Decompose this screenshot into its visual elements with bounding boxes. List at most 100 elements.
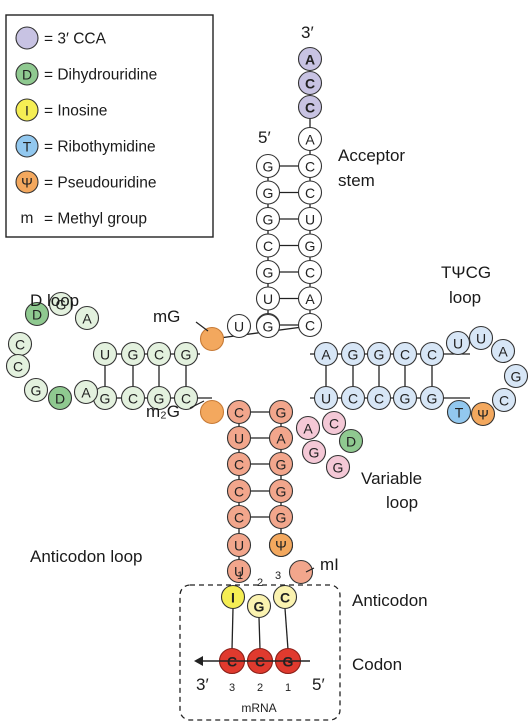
nucleotide-circle xyxy=(392,341,418,367)
nucleotide-circle xyxy=(268,504,294,530)
acceptor-nucleotide: G xyxy=(255,259,281,285)
nucleotide-circle xyxy=(246,593,272,619)
nucleotide-circle xyxy=(5,353,31,379)
legend-symbol: D xyxy=(22,67,32,83)
nucleotide-letter: C xyxy=(305,100,315,116)
nucleotide-letter: A xyxy=(498,344,508,360)
codon-number-1: 1 xyxy=(285,682,291,694)
mg-label: mG xyxy=(153,307,180,326)
mg-pointer xyxy=(195,321,209,332)
nucleotide-letter: G xyxy=(56,297,67,313)
nucleotide-circle xyxy=(24,301,50,327)
nucleotide-circle xyxy=(255,313,281,339)
anticodon-number-2: 2 xyxy=(257,577,263,589)
d-loop-nucleotide: G xyxy=(48,291,74,317)
t-stem-nucleotide: U xyxy=(313,385,339,411)
anticodon-stem-nucleotide: A xyxy=(268,425,294,451)
mi-label: mI xyxy=(320,555,339,574)
anticodon-nucleotide: C xyxy=(272,584,298,610)
nucleotide-circle xyxy=(297,70,323,96)
nucleotide-letter: C xyxy=(348,391,358,407)
nucleotide-letter: A xyxy=(81,385,91,401)
nucleotide-letter: G xyxy=(276,510,287,526)
anticodon-stem-nucleotide: C xyxy=(226,478,252,504)
nucleotide-circle xyxy=(199,399,225,425)
anticodon-number-1: 1 xyxy=(237,570,243,582)
acceptor-nucleotide: G xyxy=(255,153,281,179)
anticodon-stem-nucleotide: C xyxy=(226,451,252,477)
nucleotide-letter: C xyxy=(499,393,509,409)
d-loop-nucleotide: A xyxy=(74,305,100,331)
nucleotide-letter: U xyxy=(321,391,331,407)
nucleotide-letter: D xyxy=(55,391,65,407)
d-loop-label: D loop xyxy=(30,291,79,310)
nucleotide-circle xyxy=(255,180,281,205)
acceptor-nucleotide: U xyxy=(297,206,323,232)
t-stem-nucleotide: C xyxy=(419,341,445,367)
legend-text: = Inosine xyxy=(44,103,107,120)
nucleotide-circle xyxy=(340,385,366,411)
acceptor-nucleotide: G xyxy=(297,233,323,258)
nucleotide-letter: U xyxy=(234,431,244,447)
nucleotide-letter: G xyxy=(374,347,385,363)
codon-pair-bond xyxy=(284,608,289,650)
nucleotide-letter: A xyxy=(321,347,331,363)
three-prime-top-label: 3′ xyxy=(301,23,314,42)
nucleotide-letter: G xyxy=(348,347,359,363)
nucleotide-letter: C xyxy=(234,484,244,500)
d-loop-nucleotide: A xyxy=(73,379,99,405)
nucleotide-circle xyxy=(268,451,294,477)
nucleotide-letter: C xyxy=(374,391,384,407)
legend-text: = Dihydrouridine xyxy=(44,67,157,84)
nucleotide-circle xyxy=(338,428,364,454)
d-loop-nucleotide: D xyxy=(24,301,50,327)
nucleotide-circle xyxy=(297,259,323,285)
nucleotide-circle xyxy=(173,341,199,367)
nucleotide-circle xyxy=(173,385,199,411)
nucleotide-letter: U xyxy=(453,336,463,352)
anticodon-stem-nucleotide: U xyxy=(226,558,252,584)
nucleotide-letter: A xyxy=(82,311,92,327)
anticodon-stem-nucleotide: G xyxy=(268,478,294,504)
nucleotide-circle xyxy=(297,286,323,311)
t-stem-nucleotide: A xyxy=(313,341,339,367)
nucleotide-letter: G xyxy=(263,212,274,228)
nucleotide-circle xyxy=(340,341,366,367)
nucleotide-letter: G xyxy=(263,319,274,335)
nucleotide-circle xyxy=(445,330,471,356)
nucleotide-letter: C xyxy=(305,76,315,92)
t-stem-nucleotide: G xyxy=(366,341,392,367)
variable-loop-nucleotide: G xyxy=(301,439,327,465)
nucleotide-circle xyxy=(297,180,323,205)
nucleotide-circle xyxy=(288,559,314,585)
nucleotide-circle xyxy=(74,305,100,331)
nucleotide-circle xyxy=(226,425,252,451)
nucleotide-letter: D xyxy=(346,434,356,450)
d-loop-nucleotide: D xyxy=(47,385,73,411)
nucleotide-letter: C xyxy=(128,391,138,407)
codon-pair-bond xyxy=(231,608,234,650)
nucleotide-circle xyxy=(392,385,418,411)
legend-swatch xyxy=(15,134,39,158)
nucleotide-circle xyxy=(366,341,392,367)
codon-number-3: 3 xyxy=(229,682,235,694)
nucleotide-circle xyxy=(226,558,252,584)
nucleotide-letter: A xyxy=(305,291,315,307)
nucleotide-circle xyxy=(297,153,323,179)
t-stem-nucleotide: C xyxy=(340,385,366,411)
d-stem-nucleotide: G xyxy=(146,385,172,411)
nucleotide-letter: G xyxy=(276,457,287,473)
nucleotide-circle xyxy=(366,385,392,411)
nucleotide-letter: C xyxy=(305,265,315,281)
nucleotide-circle xyxy=(297,46,323,72)
nucleotide-letter: G xyxy=(276,405,287,421)
acceptor-nucleotide: G xyxy=(255,180,281,205)
variable-loop-nucleotide: C xyxy=(321,410,347,436)
nucleotide-circle xyxy=(226,451,252,477)
nucleotide-circle xyxy=(419,341,445,367)
acceptor-nucleotide: U xyxy=(255,286,281,311)
t-loop-nucleotide: T xyxy=(446,399,472,425)
anticodon-stem-nucleotide: G xyxy=(268,451,294,477)
nucleotide-circle xyxy=(268,425,294,451)
t-stem-nucleotide: G xyxy=(340,341,366,367)
